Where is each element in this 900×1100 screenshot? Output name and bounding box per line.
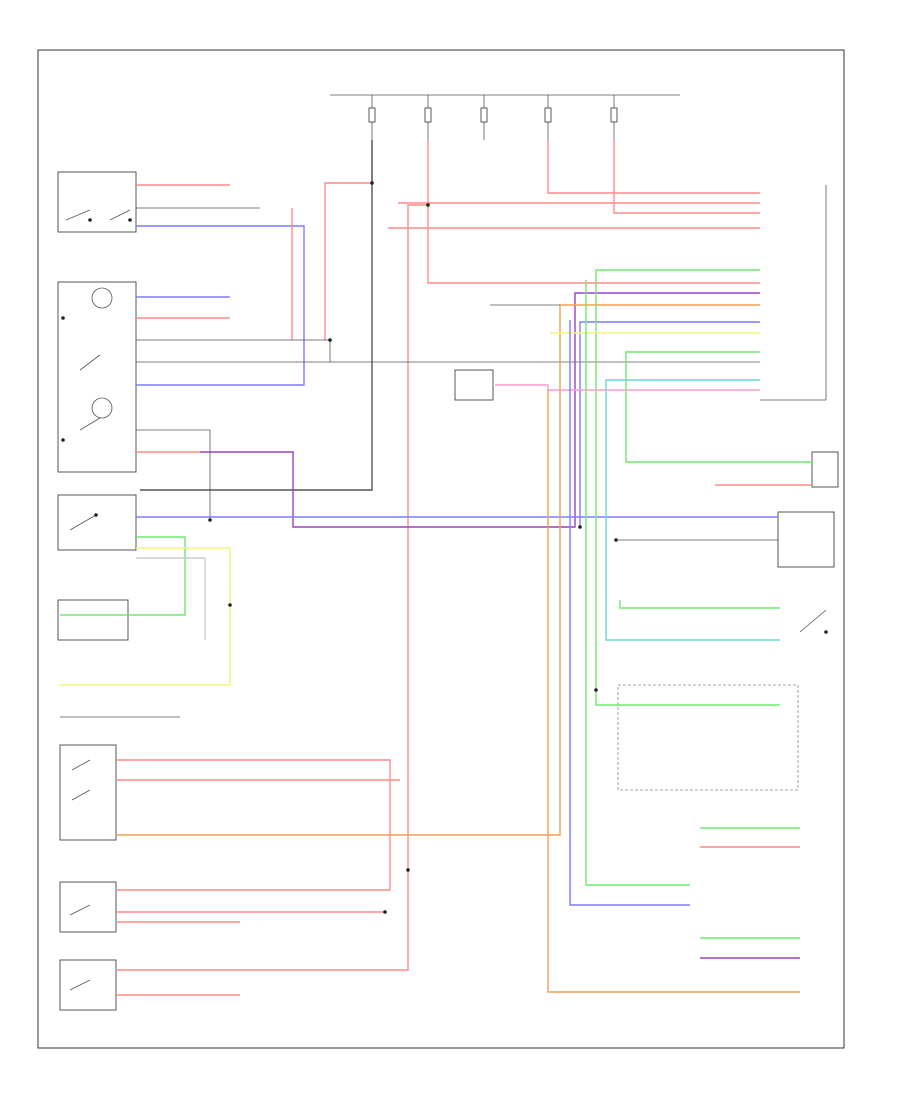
wire-green-2 (625, 351, 812, 463)
left-relay-2 (57, 281, 137, 473)
left-connector-block (57, 599, 129, 641)
left-relay-3 (59, 744, 117, 841)
right-switch (799, 609, 828, 634)
wire-yellow-panel (60, 547, 231, 686)
fuse-2 (424, 95, 432, 140)
top-fuse-block (330, 94, 680, 140)
left-cooling-fan (59, 881, 117, 933)
wire-green-3 (619, 600, 780, 609)
wire-pink-1 (495, 384, 760, 391)
wire-orange-bottom (547, 390, 800, 993)
wire-red-fan2a (116, 870, 409, 971)
wire-red-fuse1 (324, 140, 373, 340)
wire-red-fuse5 (613, 140, 760, 214)
wire-green-right (595, 269, 780, 706)
wire-blue-bottom (569, 320, 690, 906)
diagram-frame (37, 49, 845, 1049)
wire-gray-panel (136, 557, 206, 640)
wire-green-bottom2 (585, 280, 690, 886)
wire-purple-main (200, 292, 760, 528)
wire-red-fuse2 (427, 140, 760, 284)
heater-control-panel (57, 494, 137, 551)
transmission-control (617, 684, 799, 791)
wire-red-fuse2b (407, 204, 428, 870)
wire-orange-relay3 (116, 304, 760, 836)
fuse-3 (480, 95, 488, 140)
wire-cyan-right (605, 379, 780, 641)
wire-green-panel (60, 536, 186, 616)
wire-black-relay2 (136, 339, 760, 363)
ambient-temp-module (454, 369, 494, 401)
fuse-5 (610, 95, 618, 140)
wire-blue-relay1 (136, 225, 305, 386)
right-cooling-fan (59, 959, 117, 1011)
right-sensor-small (811, 451, 839, 488)
wire-red-fuse4 (547, 140, 760, 194)
wire-blue-main (579, 321, 760, 527)
fuse-4 (544, 95, 552, 140)
left-relay-1 (57, 171, 137, 233)
pressure-sensor (777, 511, 835, 568)
wire-red-relay3a (116, 759, 391, 891)
fuse-1 (368, 95, 376, 140)
wire-black-ctrl (136, 429, 211, 520)
right-connector-c1 (760, 185, 827, 401)
wire-black-fuse1 (140, 140, 373, 491)
